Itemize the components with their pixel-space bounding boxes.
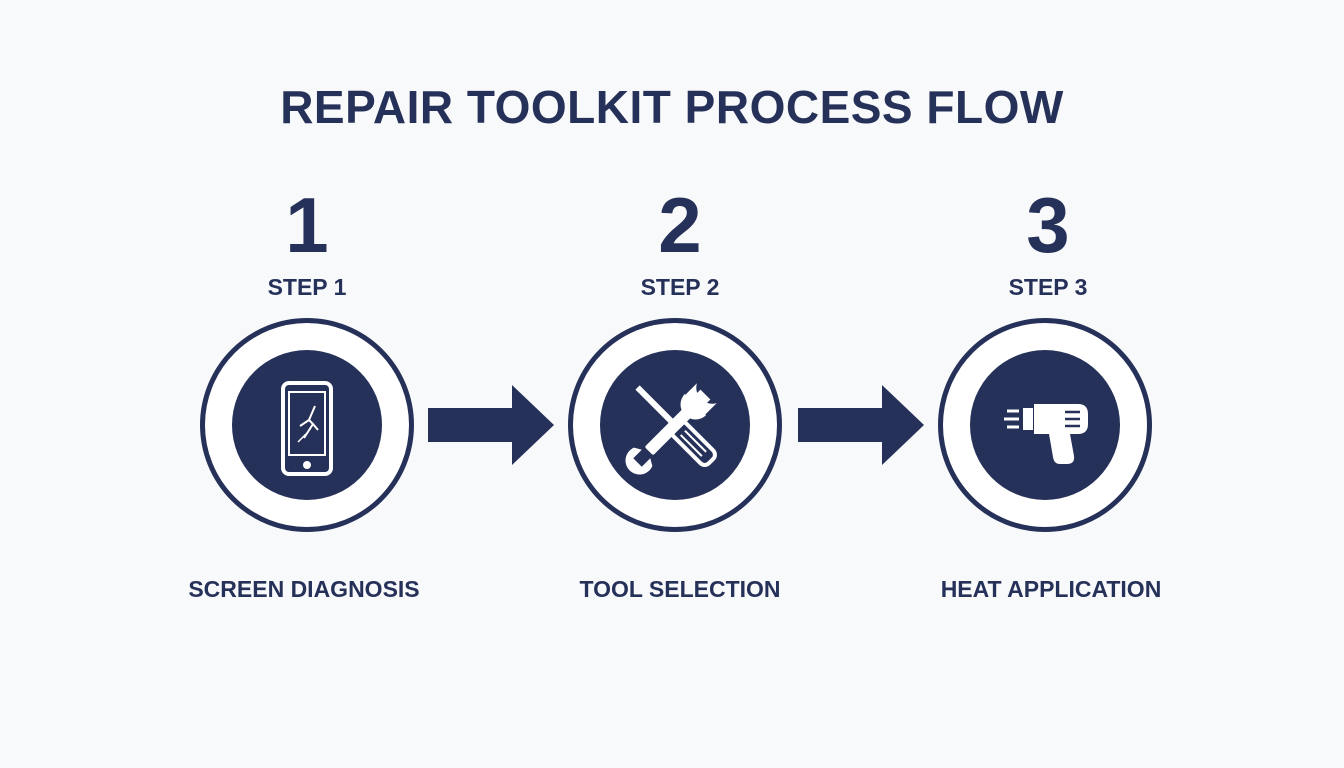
step-2-circle [568,318,782,532]
step-2-label: STEP 2 [640,274,720,300]
step-2-header: 2 STEP 2 [540,180,820,302]
step-1-label: STEP 1 [267,274,347,300]
step-3-caption: HEAT APPLICATION [940,576,1162,602]
step-1-circle [200,318,414,532]
step-2-number: 2 [658,181,702,269]
screwdriver-wrench-icon [625,383,717,475]
step-3-number: 3 [1026,181,1070,269]
step-1-header: 1 STEP 1 [167,180,447,302]
step-3-circle [938,318,1152,532]
step-1-caption: SCREEN DIAGNOSIS [188,576,420,602]
arrow-2-to-3 [798,385,924,465]
step-3-label: STEP 3 [1008,274,1088,300]
step-1-number: 1 [285,181,329,269]
diagram-title: REPAIR TOOLKIT PROCESS FLOW [280,81,1064,133]
step-3-header: 3 STEP 3 [908,180,1188,302]
arrow-1-to-2 [428,385,554,465]
cracked-phone-icon [281,381,333,476]
step-3-disc [970,350,1120,500]
heat-gun-icon [1004,404,1088,464]
step-2-caption: TOOL SELECTION [579,576,781,602]
step-1-disc [232,350,382,500]
step-2-disc [600,350,750,500]
